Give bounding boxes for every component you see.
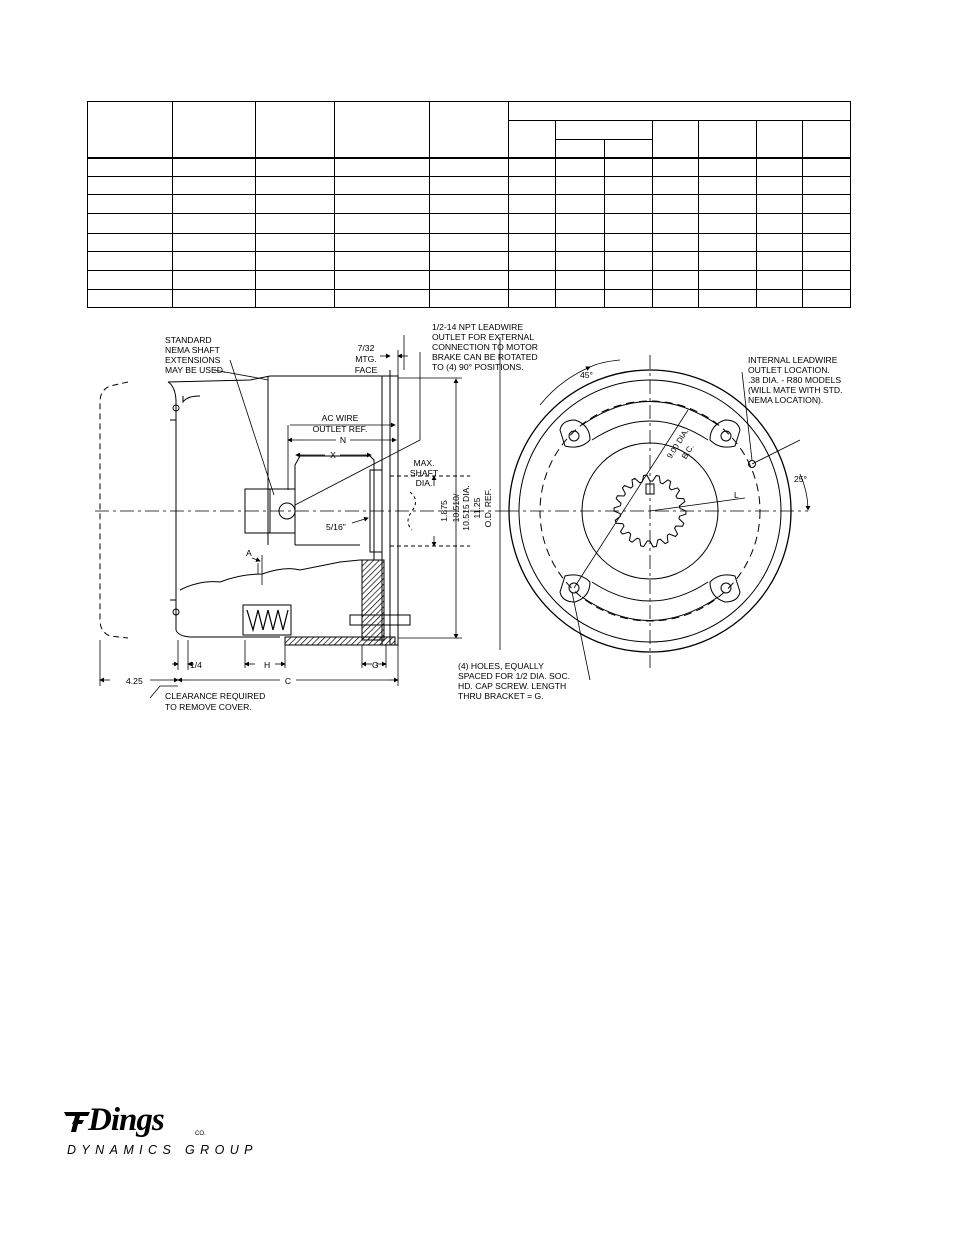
dim-14-label: 1/4 xyxy=(190,660,202,670)
header-cell xyxy=(255,100,335,159)
table-row xyxy=(87,194,852,215)
dim-h-label: H xyxy=(264,660,270,670)
dim-n-label: N xyxy=(340,435,346,445)
dim-g-label: G xyxy=(372,660,379,670)
dim-a-label: A xyxy=(246,548,252,558)
angle-45-label: 45° xyxy=(580,370,593,380)
od-1125-label: 11.25 xyxy=(472,497,482,518)
table-row xyxy=(87,288,852,309)
dim-425-label: 4.25 xyxy=(126,676,143,686)
logo-wordmark: Dings xyxy=(88,1102,165,1138)
dings-logo: Dings CO. DYNAMICS GROUP xyxy=(62,1102,302,1164)
spline-hub xyxy=(613,474,687,548)
table-row xyxy=(87,213,852,234)
table-row xyxy=(87,176,852,196)
dings-mark-icon xyxy=(64,1112,90,1132)
dia-1875-label: 1.875 xyxy=(439,500,449,522)
spec-table xyxy=(87,100,852,309)
table-row xyxy=(87,156,852,178)
dia-10515-label: 10.515 DIA. xyxy=(461,485,471,530)
front-view xyxy=(505,355,808,668)
logo-co: CO. xyxy=(195,1131,206,1137)
front-view-dimensions xyxy=(539,359,811,681)
dim-l-label: L xyxy=(734,490,739,500)
side-view-dimensions xyxy=(99,335,501,699)
angle-25-label: 25° xyxy=(794,474,807,484)
dia-10510-label: 10.510/ xyxy=(451,493,461,522)
table-row xyxy=(87,232,852,252)
od-ref-label: O.D. REF. xyxy=(483,489,493,528)
header-cell xyxy=(508,120,556,159)
logo-subtitle: DYNAMICS GROUP xyxy=(67,1143,258,1157)
dim-c-label: C xyxy=(285,676,291,686)
header-cell xyxy=(87,100,173,159)
header-cell xyxy=(698,120,757,159)
bc-label: B.C. xyxy=(680,443,696,461)
dim-x-label: X xyxy=(330,450,336,460)
key-516-label: 5/16" xyxy=(326,522,346,532)
